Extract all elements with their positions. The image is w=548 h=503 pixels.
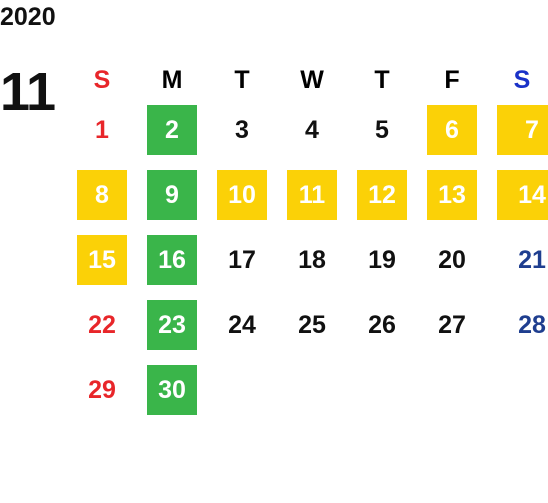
day-number: 25 (298, 311, 326, 339)
weekday-cell: T (347, 57, 417, 103)
day-cell: 29 (67, 363, 137, 428)
day-cell: 20 (417, 233, 487, 298)
day-cell (277, 363, 347, 428)
day-number: 15 (77, 235, 127, 285)
day-number: 30 (147, 365, 197, 415)
day-cell: 25 (277, 298, 347, 363)
day-cell: 6 (417, 103, 487, 168)
day-number: 23 (147, 300, 197, 350)
day-cell (487, 363, 547, 428)
weekday-thursday: T (374, 66, 390, 94)
day-cell: 10 (207, 168, 277, 233)
day-number: 1 (95, 116, 109, 144)
day-number: 6 (427, 105, 477, 155)
weekday-monday: M (161, 66, 183, 94)
day-number: 11 (287, 170, 337, 220)
weekday-cell: F (417, 57, 487, 103)
day-cell: 5 (347, 103, 417, 168)
day-cell (207, 363, 277, 428)
day-cell: 30 (137, 363, 207, 428)
day-cell (417, 363, 487, 428)
day-number: 22 (88, 311, 116, 339)
day-number: 2 (147, 105, 197, 155)
day-number: 3 (235, 116, 249, 144)
day-cell: 11 (277, 168, 347, 233)
week-row: 22 23 24 25 26 27 28 (67, 298, 547, 363)
day-number: 16 (147, 235, 197, 285)
weekday-wednesday: W (300, 66, 324, 94)
day-cell: 12 (347, 168, 417, 233)
day-cell (347, 363, 417, 428)
day-number: 9 (147, 170, 197, 220)
day-cell: 1 (67, 103, 137, 168)
day-cell: 8 (67, 168, 137, 233)
weekday-cell: M (137, 57, 207, 103)
weekday-cell: S (487, 57, 547, 103)
day-number: 8 (77, 170, 127, 220)
day-cell: 13 (417, 168, 487, 233)
weekday-cell: S (67, 57, 137, 103)
day-cell: 18 (277, 233, 347, 298)
day-cell: 19 (347, 233, 417, 298)
weekday-header-row: S M T W T F S (67, 57, 547, 103)
day-number: 4 (305, 116, 319, 144)
day-cell: 4 (277, 103, 347, 168)
day-number: 19 (368, 246, 396, 274)
day-number: 24 (228, 311, 256, 339)
day-number: 17 (228, 246, 256, 274)
day-number: 5 (375, 116, 389, 144)
day-number: 21 (518, 246, 546, 274)
day-cell: 24 (207, 298, 277, 363)
day-cell: 23 (137, 298, 207, 363)
week-row: 29 30 (67, 363, 547, 428)
day-cell: 16 (137, 233, 207, 298)
day-cell: 2 (137, 103, 207, 168)
day-cell: 27 (417, 298, 487, 363)
day-number: 28 (518, 311, 546, 339)
week-row: 15 16 17 18 19 20 21 (67, 233, 547, 298)
day-cell: 3 (207, 103, 277, 168)
weekday-cell: T (207, 57, 277, 103)
day-number: 14 (497, 170, 548, 220)
day-cell: 28 (487, 298, 547, 363)
weekday-tuesday: T (234, 66, 250, 94)
year-label: 2020 (0, 3, 56, 31)
day-cell: 26 (347, 298, 417, 363)
weekday-sunday: S (93, 66, 111, 94)
day-number: 26 (368, 311, 396, 339)
weekday-cell: W (277, 57, 347, 103)
weekday-saturday: S (513, 66, 531, 94)
day-number: 27 (438, 311, 466, 339)
day-number: 20 (438, 246, 466, 274)
day-number: 29 (88, 376, 116, 404)
day-cell: 15 (67, 233, 137, 298)
day-cell: 7 (487, 103, 548, 168)
day-number: 13 (427, 170, 477, 220)
day-cell: 14 (487, 168, 548, 233)
day-cell: 17 (207, 233, 277, 298)
day-number: 10 (217, 170, 267, 220)
day-number: 7 (497, 105, 548, 155)
day-number: 18 (298, 246, 326, 274)
weekday-friday: F (444, 66, 460, 94)
day-cell: 9 (137, 168, 207, 233)
day-number: 12 (357, 170, 407, 220)
month-number: 11 (0, 62, 56, 122)
day-cell: 22 (67, 298, 137, 363)
day-cell: 21 (487, 233, 547, 298)
